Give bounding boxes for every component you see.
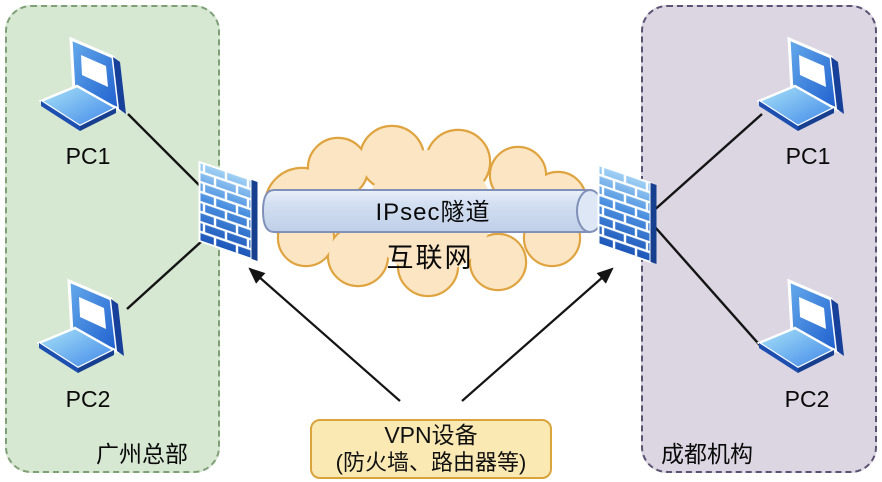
pc1-label-left: PC1 <box>65 143 111 169</box>
pc1-label-right: PC1 <box>785 143 831 169</box>
site-label-guangzhou: 广州总部 <box>96 441 188 467</box>
pc2-label-left: PC2 <box>65 386 111 412</box>
tunnel-body <box>261 189 591 233</box>
tunnel-label: IPsec隧道 <box>375 198 491 226</box>
site-label-chengdu: 成都机构 <box>661 441 753 467</box>
laptop-icon-left-pc1 <box>38 36 126 131</box>
vpn-note-line2: (防火墙、路由器等) <box>335 450 527 475</box>
cloud-label: 互联网 <box>386 243 474 273</box>
vpn-note-line1: VPN设备 <box>384 422 478 448</box>
laptop-icon-right-pc1 <box>756 36 844 131</box>
pc2-label-right: PC2 <box>784 386 830 412</box>
ipsec-tunnel <box>261 189 604 233</box>
vpn-note-box: VPN设备 (防火墙、路由器等) <box>310 419 552 479</box>
firewall-icon-right <box>597 163 657 264</box>
laptop-icon-left-pc2 <box>36 278 124 373</box>
firewall-icon-left <box>198 160 258 261</box>
laptop-icon-right-pc2 <box>756 278 844 373</box>
